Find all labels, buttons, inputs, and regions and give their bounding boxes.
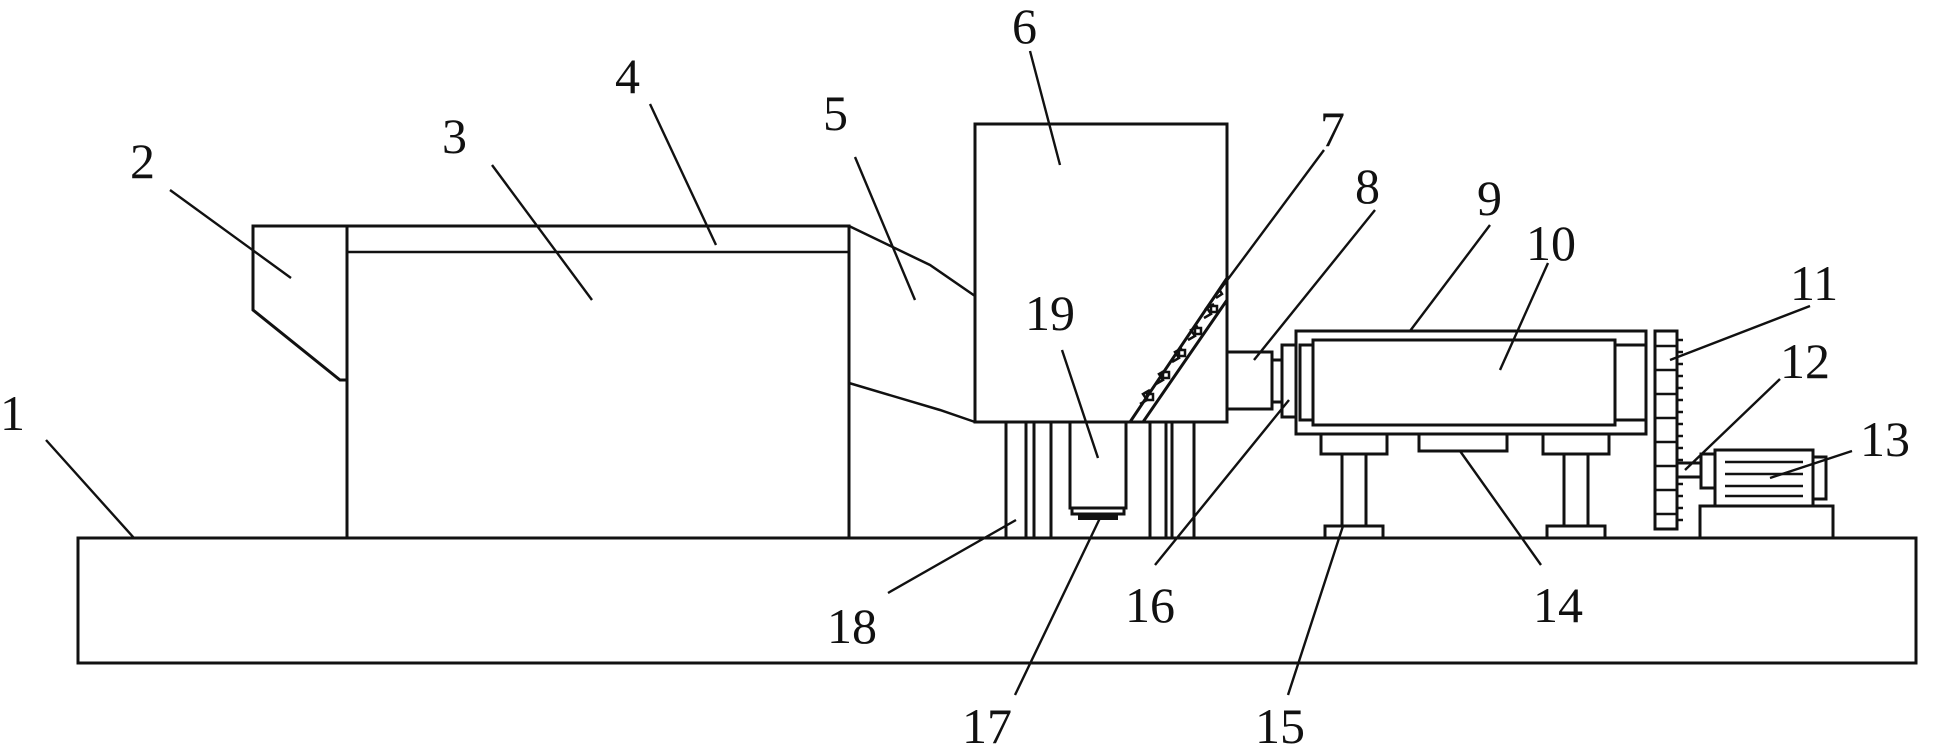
label-5: 5 <box>823 85 848 141</box>
motor-body <box>1713 448 1815 508</box>
leader-18 <box>887 518 1017 595</box>
leader-5 <box>853 156 917 301</box>
label-15: 15 <box>1255 698 1305 751</box>
label-1: 1 <box>0 385 25 441</box>
pedestal-left-foot <box>1323 524 1385 540</box>
label-10: 10 <box>1526 215 1576 271</box>
pedestal-right-cap <box>1541 432 1611 456</box>
drum <box>1311 338 1617 427</box>
leader-9 <box>1409 224 1491 332</box>
motor-fins <box>1725 460 1803 498</box>
label-4: 4 <box>615 48 640 104</box>
leader-4 <box>648 103 718 246</box>
label-18: 18 <box>827 598 877 654</box>
drum-end-cap-right <box>1613 343 1648 422</box>
feed-hopper <box>251 224 349 382</box>
leader-16 <box>1154 399 1290 566</box>
label-3: 3 <box>442 108 467 164</box>
label-19: 19 <box>1025 285 1075 341</box>
main-housing <box>345 224 851 540</box>
gear-teeth <box>1655 338 1683 522</box>
motor-coupling <box>1699 452 1717 490</box>
base-plate <box>76 536 1918 665</box>
label-16: 16 <box>1125 577 1175 633</box>
leader-11 <box>1669 304 1811 362</box>
label-14: 14 <box>1533 577 1583 633</box>
leader-17 <box>1013 517 1102 696</box>
label-11: 11 <box>1790 255 1838 311</box>
motor-end-cap <box>1811 455 1828 501</box>
leader-13 <box>1769 449 1853 480</box>
leader-lines <box>45 50 1853 696</box>
label-7: 7 <box>1320 101 1345 157</box>
processing-box <box>973 122 1229 424</box>
discharge-chute <box>1068 420 1128 510</box>
connector-duct-lower <box>848 381 976 424</box>
support-leg-3 <box>1148 420 1168 540</box>
label-8: 8 <box>1355 158 1380 214</box>
collection-tray <box>1417 432 1509 453</box>
label-6: 6 <box>1012 0 1037 54</box>
outlet-valve-base <box>1078 513 1118 520</box>
leader-14 <box>1459 450 1542 566</box>
leader-12 <box>1684 378 1781 471</box>
leader-3 <box>491 164 593 301</box>
drive-gear <box>1653 329 1679 531</box>
leader-15 <box>1286 525 1345 696</box>
label-2: 2 <box>130 133 155 189</box>
pedestal-right-foot <box>1545 524 1607 540</box>
leader-19 <box>1060 349 1100 459</box>
label-9: 9 <box>1477 170 1502 226</box>
leader-2 <box>169 189 292 279</box>
pedestal-left-column <box>1340 452 1368 528</box>
support-leg-2 <box>1032 420 1053 540</box>
leader-6 <box>1028 50 1062 166</box>
pedestal-left-cap <box>1319 432 1389 456</box>
drum-end-cap-left <box>1298 343 1315 422</box>
connector-duct-upper <box>848 224 976 298</box>
motor-mount <box>1698 504 1835 540</box>
coupling-pipe <box>1225 350 1274 411</box>
leader-8 <box>1253 209 1376 361</box>
leader-10 <box>1498 262 1550 371</box>
leader-7 <box>1204 149 1325 311</box>
label-17: 17 <box>962 698 1012 751</box>
pedestal-right-column <box>1562 452 1590 528</box>
leader-1 <box>45 439 135 539</box>
label-13: 13 <box>1860 411 1910 467</box>
label-12: 12 <box>1780 333 1830 389</box>
